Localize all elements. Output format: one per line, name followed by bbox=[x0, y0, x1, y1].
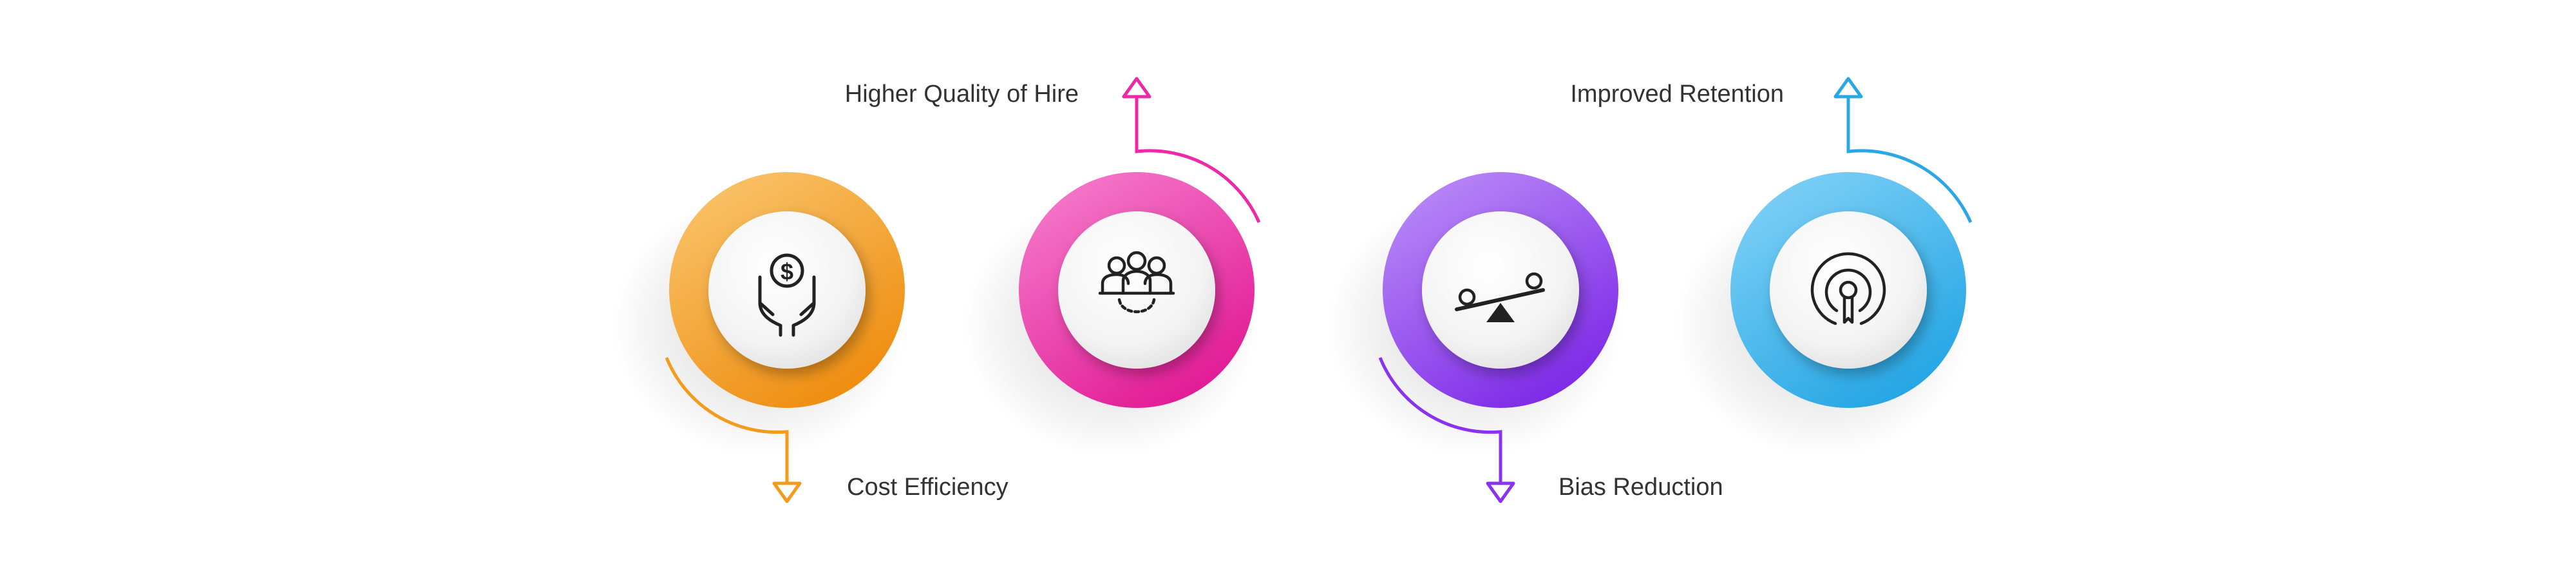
hands-dollar-icon: $ bbox=[758, 253, 816, 337]
inner-disc bbox=[708, 211, 866, 369]
inner-disc bbox=[1422, 211, 1579, 369]
step-higher-quality-of-hire: Higher Quality of Hire bbox=[845, 77, 1261, 458]
arrow-up-icon bbox=[1122, 77, 1151, 99]
seesaw-balance-icon bbox=[1455, 272, 1545, 322]
step-label: Improved Retention bbox=[1570, 81, 1784, 108]
connector-line bbox=[1135, 97, 1261, 223]
arrow-down-icon bbox=[772, 481, 802, 503]
step-label: Cost Efficiency bbox=[847, 474, 1009, 501]
inner-disc bbox=[1770, 211, 1927, 369]
inner-disc bbox=[1058, 211, 1215, 369]
target-pointer-icon bbox=[1810, 252, 1886, 325]
step-cost-efficiency: $ Cost Efficiency bbox=[612, 172, 1009, 503]
step-improved-retention: Improved Retention bbox=[1570, 77, 1973, 458]
connector-line bbox=[1846, 97, 1973, 223]
team-gear-icon bbox=[1098, 251, 1175, 313]
step-label: Higher Quality of Hire bbox=[845, 81, 1079, 108]
connector-line bbox=[665, 357, 789, 483]
arrow-up-icon bbox=[1833, 77, 1863, 99]
step-bias-reduction: Bias Reduction bbox=[1327, 172, 1723, 503]
svg-text:$: $ bbox=[781, 258, 793, 285]
step-label: Bias Reduction bbox=[1558, 474, 1723, 501]
arrow-down-icon bbox=[1486, 481, 1515, 503]
connector-line bbox=[1378, 357, 1502, 483]
